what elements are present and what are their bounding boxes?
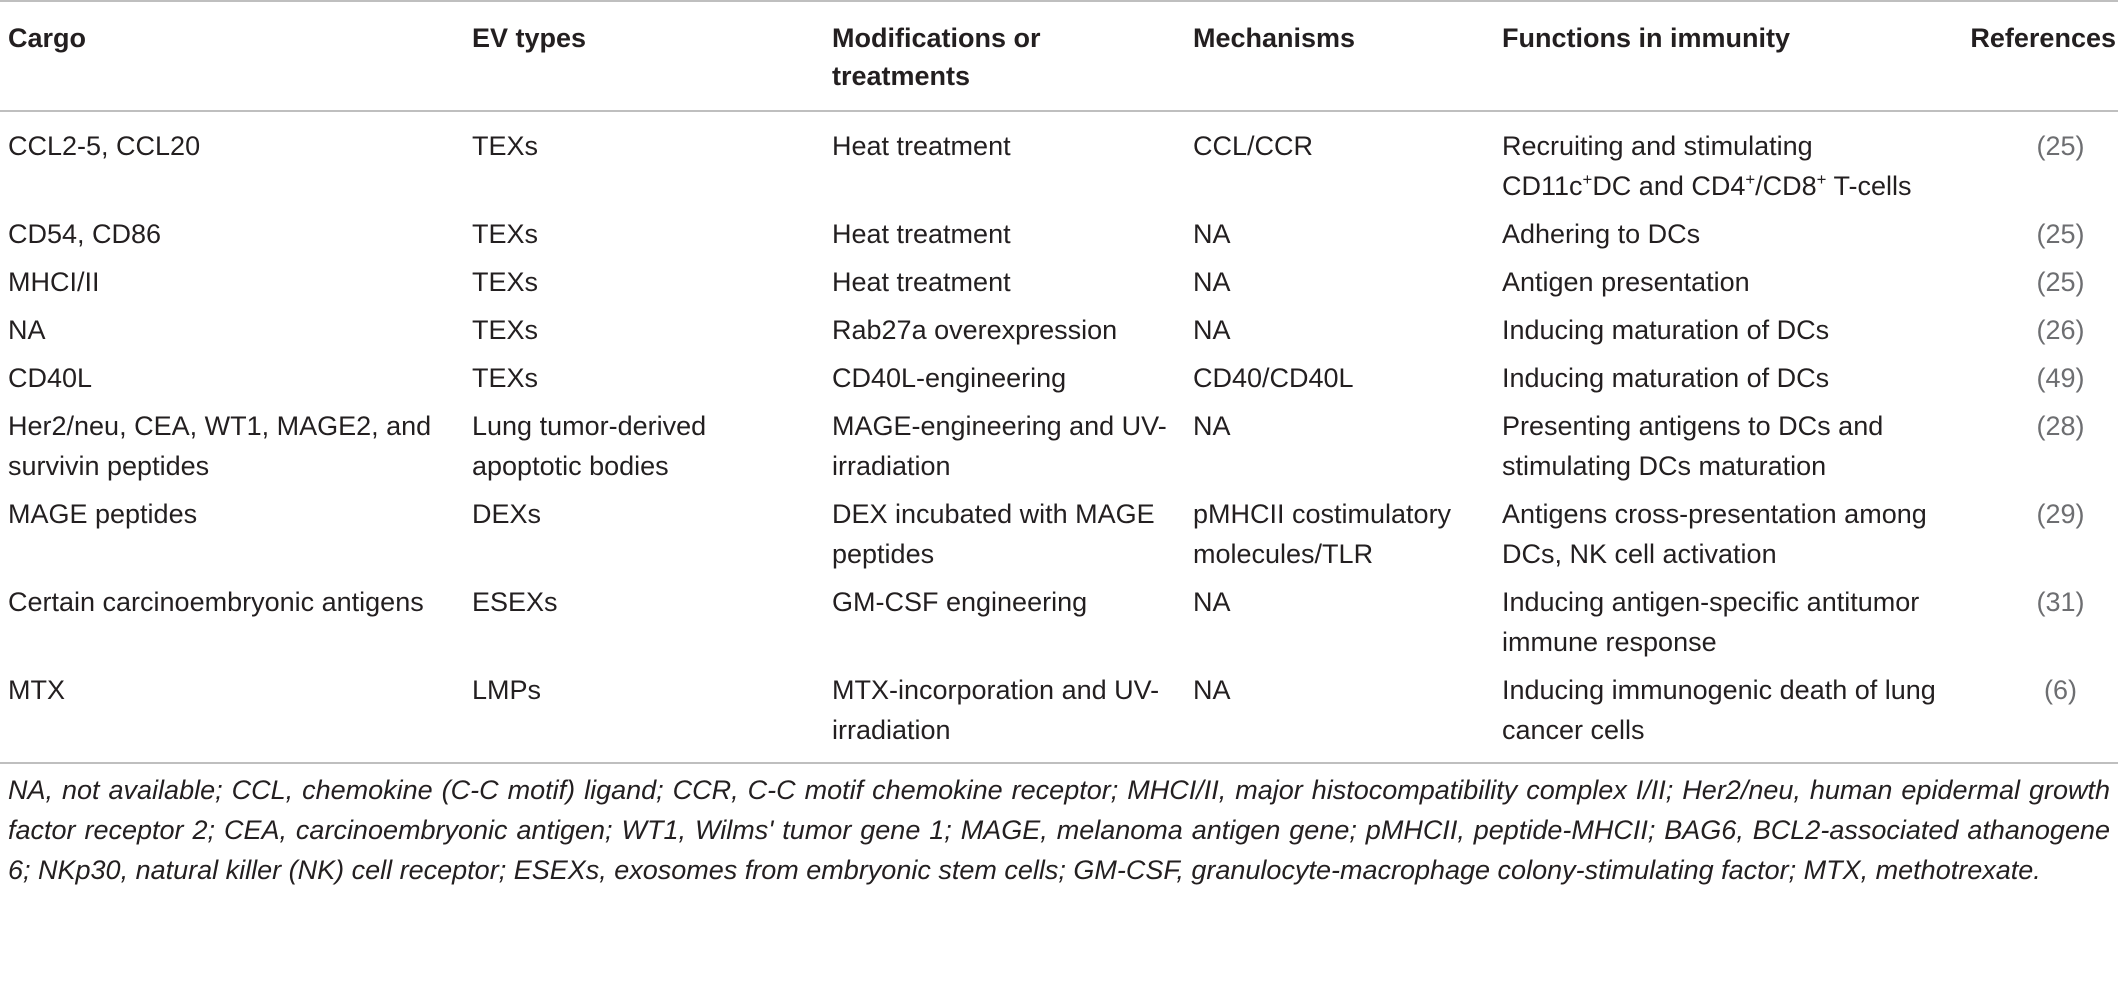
cell-mechanism: NA	[1193, 315, 1231, 345]
header-ev-types: EV types	[472, 23, 587, 53]
cell-reference: (26)	[2036, 315, 2085, 345]
function-text: Recruiting and stimulating CD11c	[1502, 131, 1813, 201]
cell-mechanism: CCL/CCR	[1193, 131, 1314, 161]
header-cargo: Cargo	[8, 23, 87, 53]
table-row: NA TEXs Rab27a overexpression NA Inducin…	[0, 306, 2118, 354]
table-row: Her2/neu, CEA, WT1, MAGE2, and survivin …	[0, 402, 2118, 490]
table-row: CCL2-5, CCL20 TEXs Heat treatment CCL/CC…	[0, 111, 2118, 210]
cell-cargo: NA	[8, 315, 46, 345]
cell-modification: GM-CSF engineering	[832, 587, 1088, 617]
cell-mechanism: pMHCII costimulatory molecules/TLR	[1193, 499, 1452, 569]
cell-mechanism: NA	[1193, 587, 1231, 617]
cell-function: Recruiting and stimulating CD11c+DC and …	[1494, 111, 1953, 210]
cell-function: Inducing maturation of DCs	[1502, 363, 1830, 393]
cell-mechanism: NA	[1193, 219, 1231, 249]
cell-function: Inducing immunogenic death of lung cance…	[1502, 675, 1936, 745]
cell-reference: (29)	[2036, 499, 2085, 529]
superscript-plus: +	[1582, 170, 1593, 189]
cell-modification: Heat treatment	[832, 219, 1011, 249]
cell-cargo: CD54, CD86	[8, 219, 162, 249]
cell-reference: (49)	[2036, 363, 2085, 393]
footer-divider	[0, 762, 2118, 764]
cell-reference: (25)	[2036, 131, 2085, 161]
cell-ev-type: TEXs	[472, 131, 539, 161]
table-row: MAGE peptides DEXs DEX incubated with MA…	[0, 490, 2118, 578]
cell-reference: (25)	[2036, 267, 2085, 297]
cell-function: Antigen presentation	[1502, 267, 1750, 297]
cell-cargo: CCL2-5, CCL20	[8, 131, 201, 161]
table-row: Certain carcinoembryonic antigens ESEXs …	[0, 578, 2118, 666]
function-text: /CD8	[1755, 171, 1817, 201]
header-mechanisms: Mechanisms	[1193, 23, 1356, 53]
cell-mechanism: NA	[1193, 675, 1231, 705]
table-body: CCL2-5, CCL20 TEXs Heat treatment CCL/CC…	[0, 111, 2118, 762]
cell-ev-type: TEXs	[472, 363, 539, 393]
cell-modification: Heat treatment	[832, 267, 1011, 297]
cell-modification: Heat treatment	[832, 131, 1011, 161]
cell-function: Presenting antigens to DCs and stimulati…	[1502, 411, 1884, 481]
cell-reference: (6)	[2044, 675, 2077, 705]
cell-modification: MTX-incorporation and UV-irradiation	[832, 675, 1160, 745]
cell-reference: (25)	[2036, 219, 2085, 249]
cell-cargo: MTX	[8, 675, 65, 705]
cell-mechanism: NA	[1193, 267, 1231, 297]
cell-cargo: MAGE peptides	[8, 499, 198, 529]
superscript-plus: +	[1816, 170, 1827, 189]
cell-modification: Rab27a overexpression	[832, 315, 1118, 345]
table-row: CD40L TEXs CD40L-engineering CD40/CD40L …	[0, 354, 2118, 402]
cell-modification: DEX incubated with MAGE peptides	[832, 499, 1155, 569]
cell-function: Adhering to DCs	[1502, 219, 1701, 249]
cell-modification: MAGE-engineering and UV-irradiation	[832, 411, 1167, 481]
cell-ev-type: LMPs	[472, 675, 542, 705]
cell-reference: (28)	[2036, 411, 2085, 441]
header-functions: Functions in immunity	[1502, 23, 1790, 53]
table-footnote: NA, not available; CCL, chemokine (C-C m…	[8, 775, 2110, 885]
cell-function: Antigens cross-presentation among DCs, N…	[1502, 499, 1927, 569]
header-row: Cargo EV types Modifications or treatmen…	[0, 1, 2118, 111]
table-header: Cargo EV types Modifications or treatmen…	[0, 1, 2118, 111]
cell-modification: CD40L-engineering	[832, 363, 1067, 393]
cell-ev-type: TEXs	[472, 315, 539, 345]
function-text: T-cells	[1826, 171, 1912, 201]
cell-ev-type: DEXs	[472, 499, 542, 529]
cell-function: Inducing antigen-specific antitumor immu…	[1502, 587, 1920, 657]
cell-ev-type: TEXs	[472, 219, 539, 249]
function-text: DC and CD4	[1592, 171, 1746, 201]
data-table: Cargo EV types Modifications or treatmen…	[0, 1, 2118, 762]
cell-reference: (31)	[2036, 587, 2085, 617]
cell-cargo: MHCI/II	[8, 267, 100, 297]
cell-cargo: CD40L	[8, 363, 93, 393]
cell-cargo: Her2/neu, CEA, WT1, MAGE2, and survivin …	[8, 411, 432, 481]
table-row: CD54, CD86 TEXs Heat treatment NA Adheri…	[0, 210, 2118, 258]
table-document: Cargo EV types Modifications or treatmen…	[0, 1, 2118, 885]
header-modifications: Modifications or treatments	[832, 23, 1041, 91]
cell-ev-type: ESEXs	[472, 587, 558, 617]
cell-ev-type: TEXs	[472, 267, 539, 297]
cell-ev-type: Lung tumor-derived apoptotic bodies	[472, 411, 707, 481]
cell-mechanism: NA	[1193, 411, 1231, 441]
header-references: References	[1970, 23, 2116, 53]
cell-cargo: Certain carcinoembryonic antigens	[8, 587, 424, 617]
cell-function: Inducing maturation of DCs	[1502, 315, 1830, 345]
table-row: MTX LMPs MTX-incorporation and UV-irradi…	[0, 666, 2118, 762]
table-row: MHCI/II TEXs Heat treatment NA Antigen p…	[0, 258, 2118, 306]
superscript-plus: +	[1745, 170, 1756, 189]
cell-mechanism: CD40/CD40L	[1193, 363, 1354, 393]
